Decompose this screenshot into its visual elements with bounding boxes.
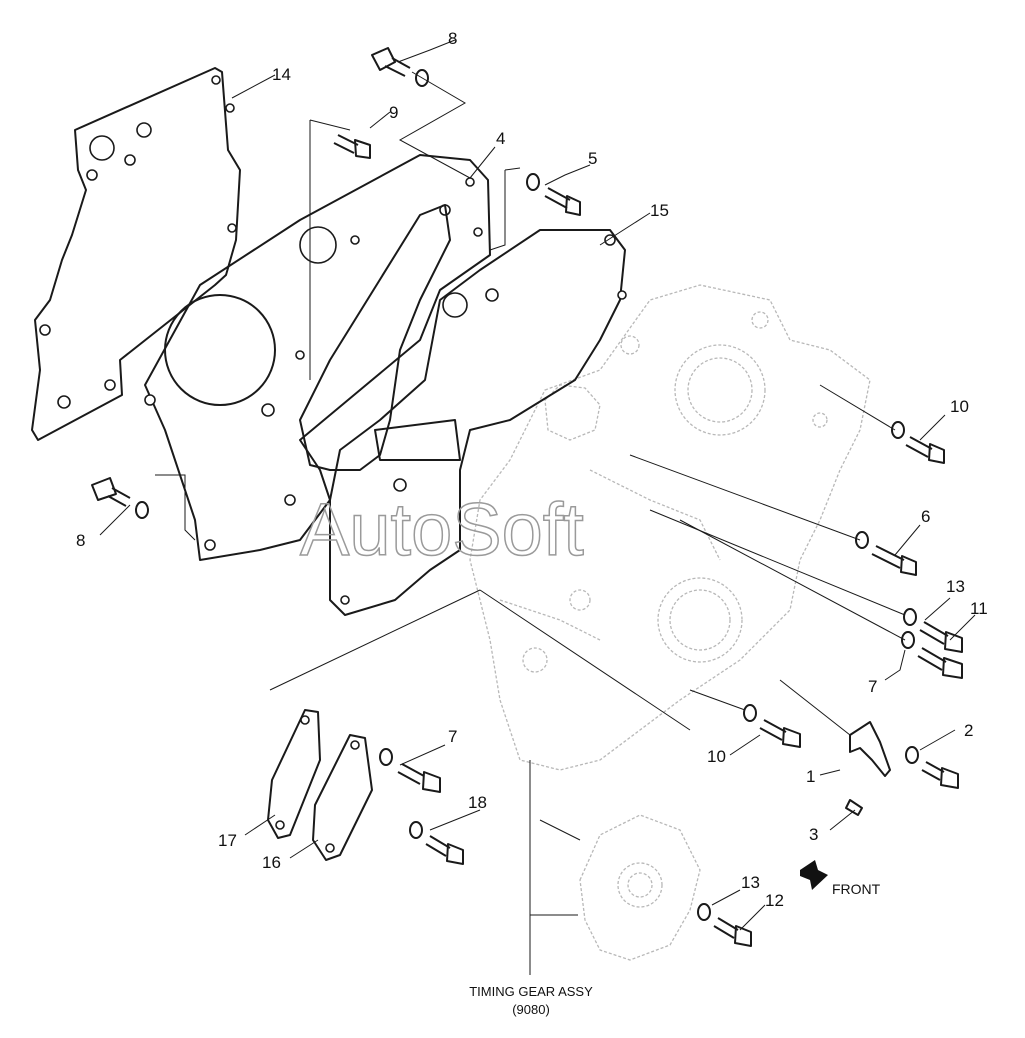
fasteners (91, 47, 963, 947)
front-direction-arrow-icon (800, 860, 828, 890)
callout-17: 17 (218, 831, 237, 850)
callout-8-bottom: 8 (76, 531, 85, 550)
callout-18: 18 (468, 793, 487, 812)
callout-12: 12 (765, 891, 784, 910)
callout-4: 4 (496, 129, 505, 148)
callout-10-upper: 10 (950, 397, 969, 416)
watermark: AutoSoft (300, 488, 584, 571)
callout-9: 9 (389, 103, 398, 122)
engine-block-ghost (469, 284, 871, 771)
gasket-17 (267, 709, 321, 839)
callout-11: 11 (970, 599, 988, 618)
callout-5: 5 (588, 149, 597, 168)
callout-7-left: 7 (448, 727, 457, 746)
assembly-name: TIMING GEAR ASSY (469, 984, 593, 999)
callout-6: 6 (921, 507, 930, 526)
gasket-14 (31, 67, 241, 441)
callout-7-right: 7 (868, 677, 877, 696)
callout-10-lower: 10 (707, 747, 726, 766)
callout-8-top: 8 (448, 29, 457, 48)
gasket-15 (329, 229, 627, 616)
plate-4-cutout (299, 204, 451, 471)
callout-13-lower: 13 (741, 873, 760, 892)
bracket-1 (845, 721, 891, 816)
timing-cover-ghost (579, 814, 701, 961)
callout-14: 14 (272, 65, 291, 84)
front-plate-4 (144, 154, 491, 561)
leader-lines (99, 39, 976, 975)
callout-3: 3 (809, 825, 818, 844)
assembly-code: (9080) (512, 1002, 550, 1017)
cover-16 (312, 734, 373, 861)
front-label: FRONT (832, 881, 881, 897)
callout-2: 2 (964, 721, 973, 740)
callout-16: 16 (262, 853, 281, 872)
callout-15: 15 (650, 201, 669, 220)
callout-13-upper: 13 (946, 577, 965, 596)
callout-numbers: 14 8 9 4 5 15 10 6 13 11 7 8 2 1 3 10 7 … (76, 29, 988, 910)
callout-1: 1 (806, 767, 815, 786)
